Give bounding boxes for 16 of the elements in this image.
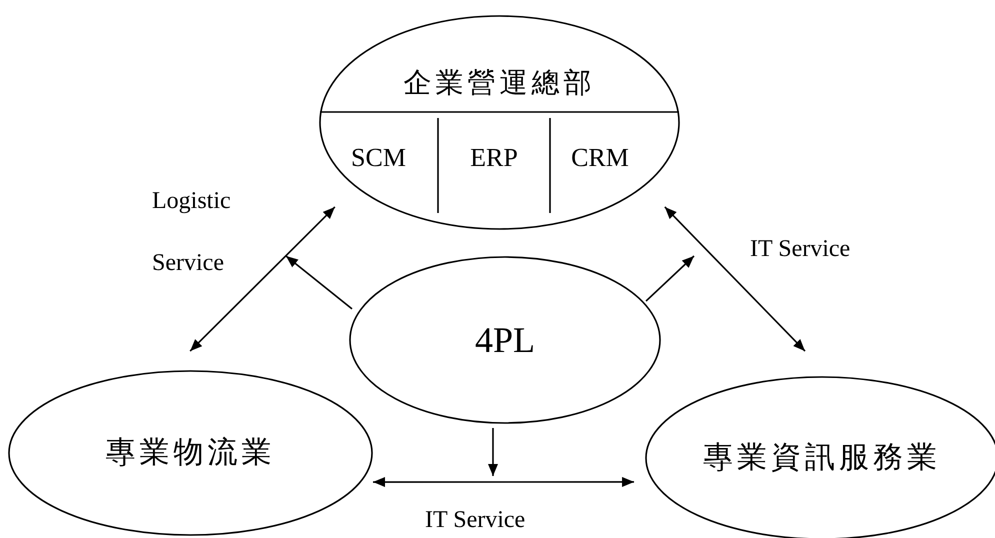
double-arrow	[190, 206, 336, 352]
table-cell: ERP	[438, 115, 550, 201]
double-arrow	[373, 476, 634, 488]
ellipse-node	[8, 370, 373, 536]
ellipse-node	[349, 256, 661, 424]
node-label: 專業資訊服務業	[702, 439, 942, 477]
double-arrow	[664, 206, 806, 352]
table-cell: CRM	[550, 115, 650, 201]
arrow	[488, 428, 498, 476]
node-label: 4PL	[474, 320, 536, 360]
ellipse-node	[319, 15, 680, 230]
arrow	[286, 255, 352, 310]
heading-text: 企業營運總部	[402, 65, 596, 101]
node-label: 專業物流業	[104, 434, 276, 472]
table-cell: SCM	[319, 115, 438, 201]
arrow	[645, 255, 695, 302]
